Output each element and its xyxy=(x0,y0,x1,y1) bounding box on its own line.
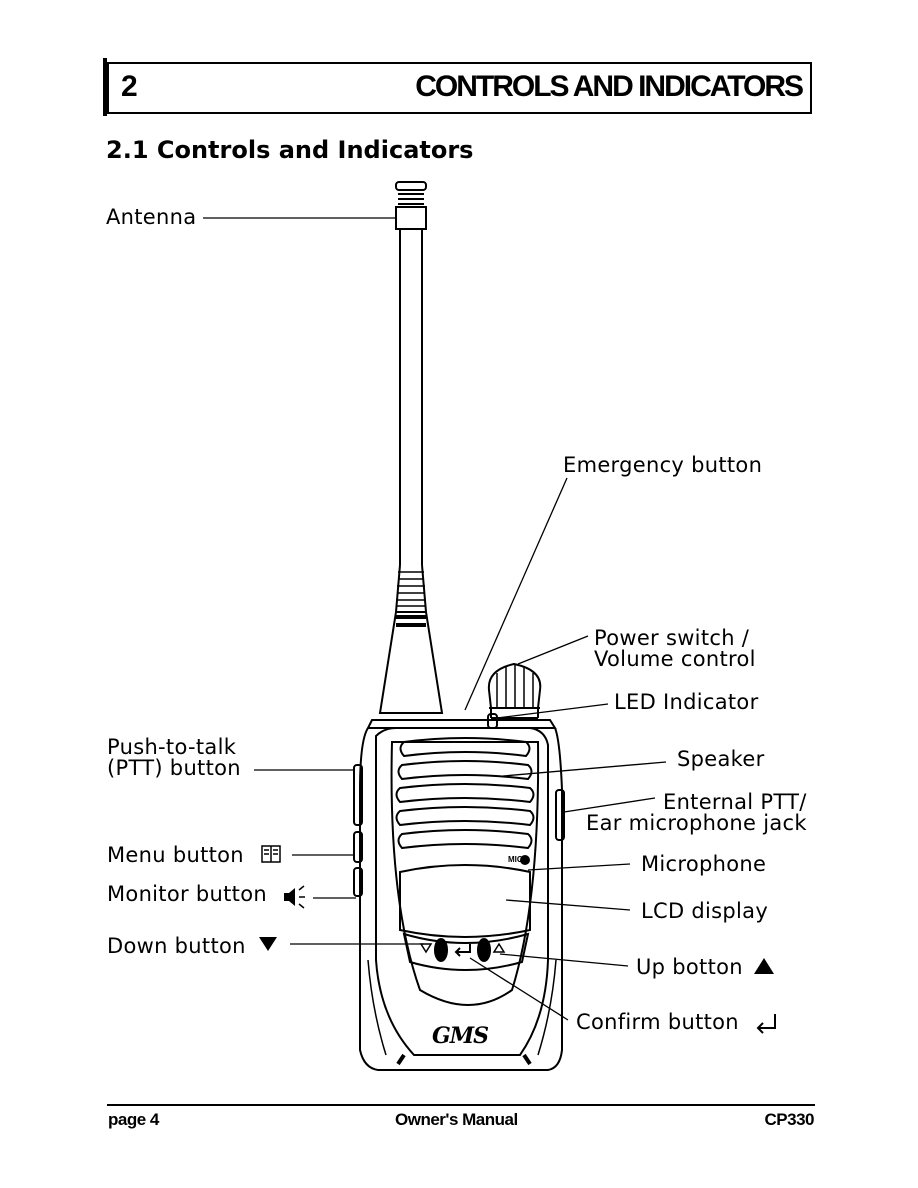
label-emergency-button: Emergency button xyxy=(563,453,763,477)
label-ear-microphone-jack: Ear microphone jack xyxy=(586,811,807,835)
label-monitor-button: Monitor button xyxy=(107,882,267,906)
ear-jack-cover xyxy=(555,789,565,841)
label-confirm-button: Confirm button xyxy=(576,1010,739,1034)
label-down-button: Down button xyxy=(107,934,246,958)
lcd-window xyxy=(399,864,531,938)
label-led-indicator: LED Indicator xyxy=(614,690,759,714)
speaker-grille xyxy=(395,737,535,850)
book-icon xyxy=(261,845,281,863)
chapter-title: CONTROLS AND INDICATORS xyxy=(415,70,804,103)
up-triangle-icon xyxy=(754,958,774,974)
footer-model: CP330 xyxy=(764,1110,815,1129)
label-up-button: Up botton xyxy=(636,955,743,979)
chapter-number: 2 xyxy=(121,70,138,103)
section-title: 2.1 Controls and Indicators xyxy=(106,136,474,164)
brand-logo: GMS xyxy=(432,1023,488,1049)
label-microphone: Microphone xyxy=(641,852,767,876)
label-speaker: Speaker xyxy=(677,747,765,771)
footer-rule xyxy=(107,1104,815,1106)
ptt-side-button xyxy=(353,764,363,826)
speaker-icon xyxy=(284,885,305,909)
enter-arrow-icon xyxy=(756,1014,776,1034)
label-push-to-talk: Push-to-talk xyxy=(107,735,237,759)
label-volume-control: Volume control xyxy=(594,647,756,671)
label-external-ptt: Enternal PTT/ xyxy=(663,790,807,814)
label-lcd-display: LCD display xyxy=(641,899,769,923)
label-menu-button: Menu button xyxy=(107,843,244,867)
label-antenna: Antenna xyxy=(106,205,197,229)
mic-hole xyxy=(520,855,530,865)
mic-mark: MIC xyxy=(508,855,523,864)
radio-body xyxy=(353,719,565,1071)
chapter-header: 2 CONTROLS AND INDICATORS xyxy=(103,58,812,116)
antenna xyxy=(378,181,444,714)
label-ptt-button: (PTT) button xyxy=(107,756,241,780)
power-volume-knob xyxy=(487,662,542,729)
leader-lines xyxy=(203,217,667,1021)
label-power-switch: Power switch / xyxy=(594,626,750,650)
footer-manual: Owner's Manual xyxy=(395,1110,518,1129)
down-triangle-icon xyxy=(259,937,277,951)
footer-page: page 4 xyxy=(108,1110,159,1129)
